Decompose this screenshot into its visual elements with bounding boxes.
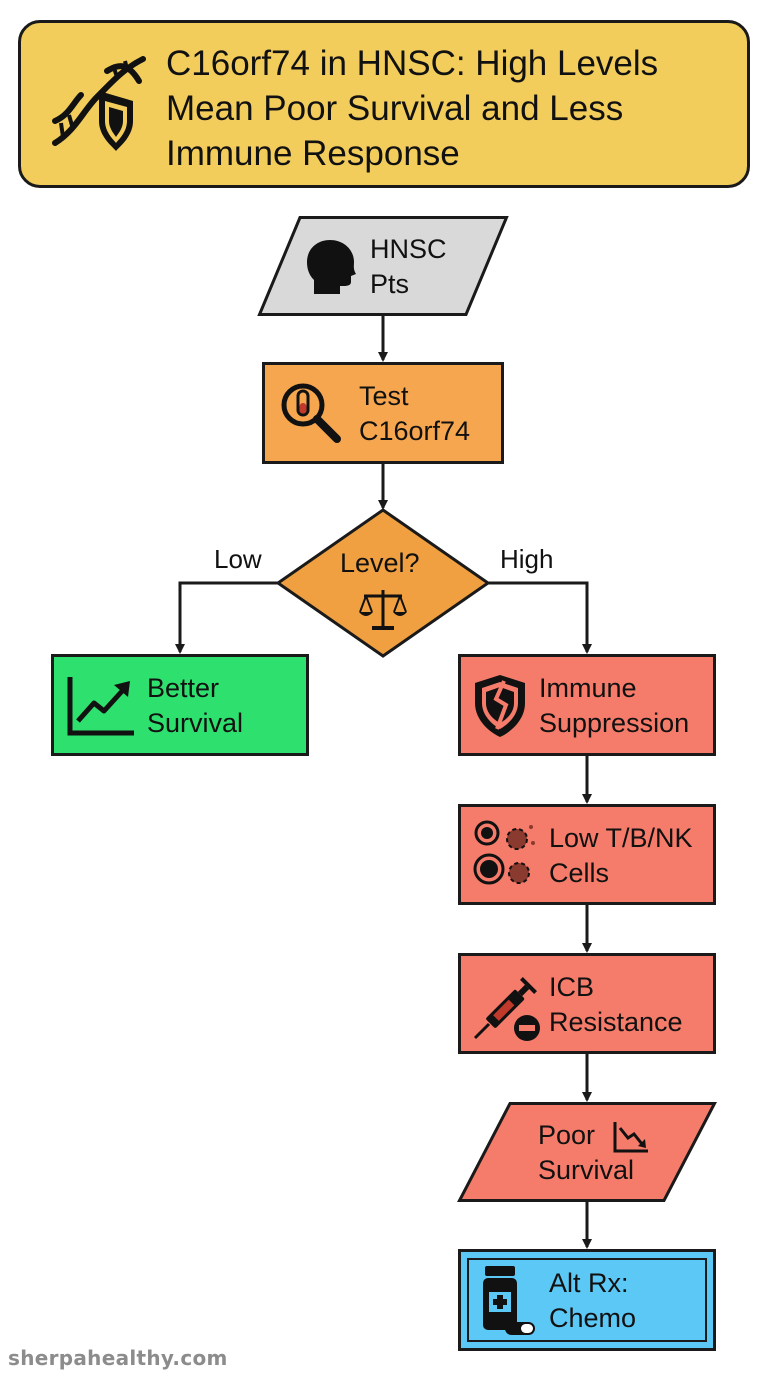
arrow-decision-high — [488, 581, 592, 654]
node-text-line2: Survival — [538, 1155, 635, 1185]
page-title: C16orf74 in HNSC: High Levels Mean Poor … — [166, 44, 659, 173]
node-text-line2: Suppression — [539, 708, 690, 738]
branch-label-high: High — [500, 544, 554, 574]
inner-border — [467, 1258, 707, 1342]
parallelogram-shape — [457, 1102, 717, 1202]
magnifier-test-tube-icon — [281, 383, 341, 443]
node-text-line2: Survival — [147, 708, 244, 738]
watermark: sherpahealthy.com — [8, 1346, 228, 1370]
node-test-c16orf74: Test C16orf74 — [262, 362, 504, 464]
node-text-line2: Resistance — [549, 1007, 683, 1037]
node-text-line1: Alt Rx: — [549, 1268, 629, 1298]
node-hnsc-patients: HNSC Pts — [257, 216, 509, 316]
node-text-line1: Better — [147, 673, 220, 703]
node-text-line2: Pts — [370, 269, 410, 299]
medicine-bottle-icon — [483, 1266, 535, 1335]
node-alt-rx-chemo: Alt Rx: Chemo — [458, 1249, 716, 1351]
immune-cells-icon — [473, 820, 535, 885]
node-text-line2: Chemo — [549, 1303, 637, 1333]
node-poor-survival: Poor Survival — [457, 1102, 717, 1202]
node-text-line1: HNSC — [370, 234, 447, 264]
node-text-line1: Test — [359, 381, 409, 411]
diamond-shape — [275, 508, 491, 658]
node-immune-suppression: Immune Suppression — [458, 654, 716, 756]
node-text-line1: Poor — [538, 1120, 596, 1150]
node-decision-level: Level? — [275, 508, 491, 658]
broken-shield-icon — [475, 675, 525, 737]
trend-up-chart-icon — [67, 677, 134, 736]
node-text-line1: Immune — [539, 673, 637, 703]
head-silhouette-icon — [307, 240, 356, 294]
balance-scale-icon — [359, 590, 407, 630]
decision-label: Level? — [340, 548, 420, 578]
dna-shield-icon — [52, 56, 146, 151]
arrow-decision-low — [175, 581, 278, 654]
node-text-line2: Cells — [549, 858, 610, 888]
title-banner: C16orf74 in HNSC: High Levels Mean Poor … — [18, 20, 750, 188]
node-text-line1: ICB — [549, 972, 595, 1002]
node-better-survival: Better Survival — [51, 654, 309, 756]
node-text-line2: C16orf74 — [359, 416, 471, 446]
node-text-line1: Low T/B/NK — [549, 823, 693, 853]
trend-down-chart-icon — [613, 1122, 648, 1153]
branch-label-low: Low — [214, 544, 262, 574]
syringe-minus-icon — [473, 977, 540, 1041]
node-icb-resistance: ICB Resistance — [458, 953, 716, 1054]
node-low-immune-cells: Low T/B/NK Cells — [458, 804, 716, 905]
